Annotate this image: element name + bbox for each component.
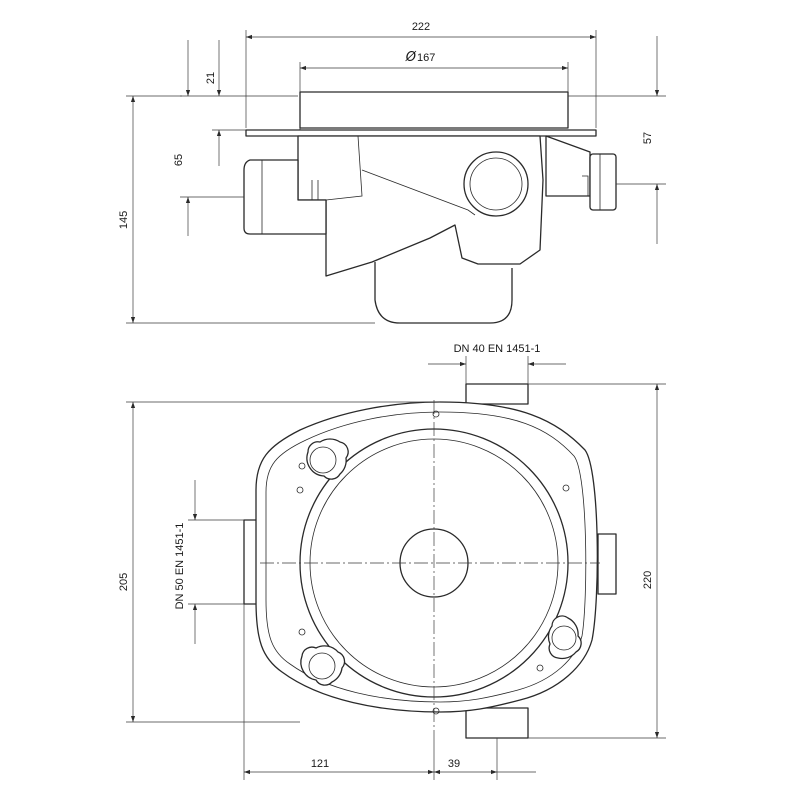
dim-inlet-height-label: 57 — [642, 132, 654, 144]
plan-view: DN 40 EN 1451-1 DN 50 EN 1451-1 205 220 … — [118, 343, 666, 780]
grate-top — [299, 91, 569, 129]
right-tab — [582, 175, 589, 196]
dim-pipe-offset-label: 39 — [448, 758, 460, 770]
screw-hole — [536, 664, 544, 672]
screw-hole — [432, 410, 440, 418]
housing-inner — [265, 411, 587, 703]
side-view: 222 Ø 167 21 65 145 57 — [118, 21, 666, 324]
inner-wall-left — [325, 135, 363, 201]
diameter-symbol: Ø — [405, 50, 417, 65]
dim-outlet-height-label: 65 — [173, 154, 185, 166]
screw-hole — [298, 628, 306, 636]
dim-rim-label: 21 — [205, 72, 217, 84]
dn40-pipe-top — [465, 383, 529, 405]
dn40-label: DN 40 EN 1451-1 — [454, 343, 541, 355]
dim-total-height-label: 145 — [118, 211, 130, 229]
inlet-pipe-right — [589, 153, 617, 211]
pipe-right — [597, 533, 617, 595]
dim-total-depth-label: 220 — [642, 571, 654, 589]
outlet-pipe-left — [243, 159, 327, 235]
clamp-fixing-bottom-left — [300, 645, 346, 686]
inner-slope — [361, 169, 476, 216]
trap-bowl — [374, 262, 513, 324]
tab-left — [311, 180, 319, 200]
dim-diameter-label: 167 — [417, 52, 435, 64]
dim-width-label: 222 — [412, 21, 430, 33]
screw-hole — [298, 462, 306, 470]
screw-hole — [296, 486, 304, 494]
dim-depth-label: 205 — [118, 573, 130, 591]
screw-hole — [562, 484, 570, 492]
dn40-pipe-bottom — [465, 707, 529, 739]
clamp-fixing-right — [547, 615, 582, 660]
dim-offset-label: 121 — [311, 758, 329, 770]
dn50-label: DN 50 EN 1451-1 — [174, 523, 186, 610]
flange — [245, 129, 597, 137]
screw-hole — [432, 707, 440, 715]
clamp-fixing-top-left — [306, 438, 349, 480]
inlet-ring-inner — [469, 157, 523, 211]
right-wall — [545, 135, 591, 197]
inlet-ring-outer — [463, 151, 529, 217]
